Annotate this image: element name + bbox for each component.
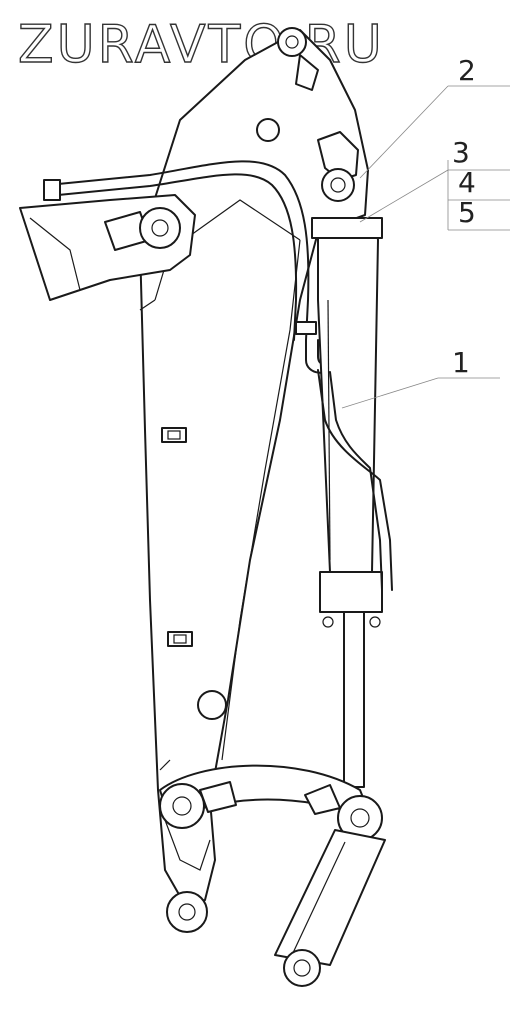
- callout-4: 4: [458, 166, 476, 199]
- boom-arm: [139, 29, 369, 906]
- callout-5: 5: [458, 196, 476, 229]
- lower-link: [159, 764, 383, 841]
- hydraulic-cylinder: [311, 217, 393, 788]
- top-bracket: [256, 27, 359, 202]
- leader-lines: [341, 85, 510, 409]
- callout-3: 3: [452, 136, 470, 169]
- callout-2: 2: [458, 54, 476, 87]
- boom-foot-pivot: [166, 891, 208, 933]
- watermark-text: ZURAVTO.RU: [18, 15, 385, 75]
- bucket-link: [274, 829, 386, 987]
- head-plate: [19, 194, 196, 301]
- clip-brackets: [161, 427, 227, 720]
- callout-1: 1: [452, 346, 470, 379]
